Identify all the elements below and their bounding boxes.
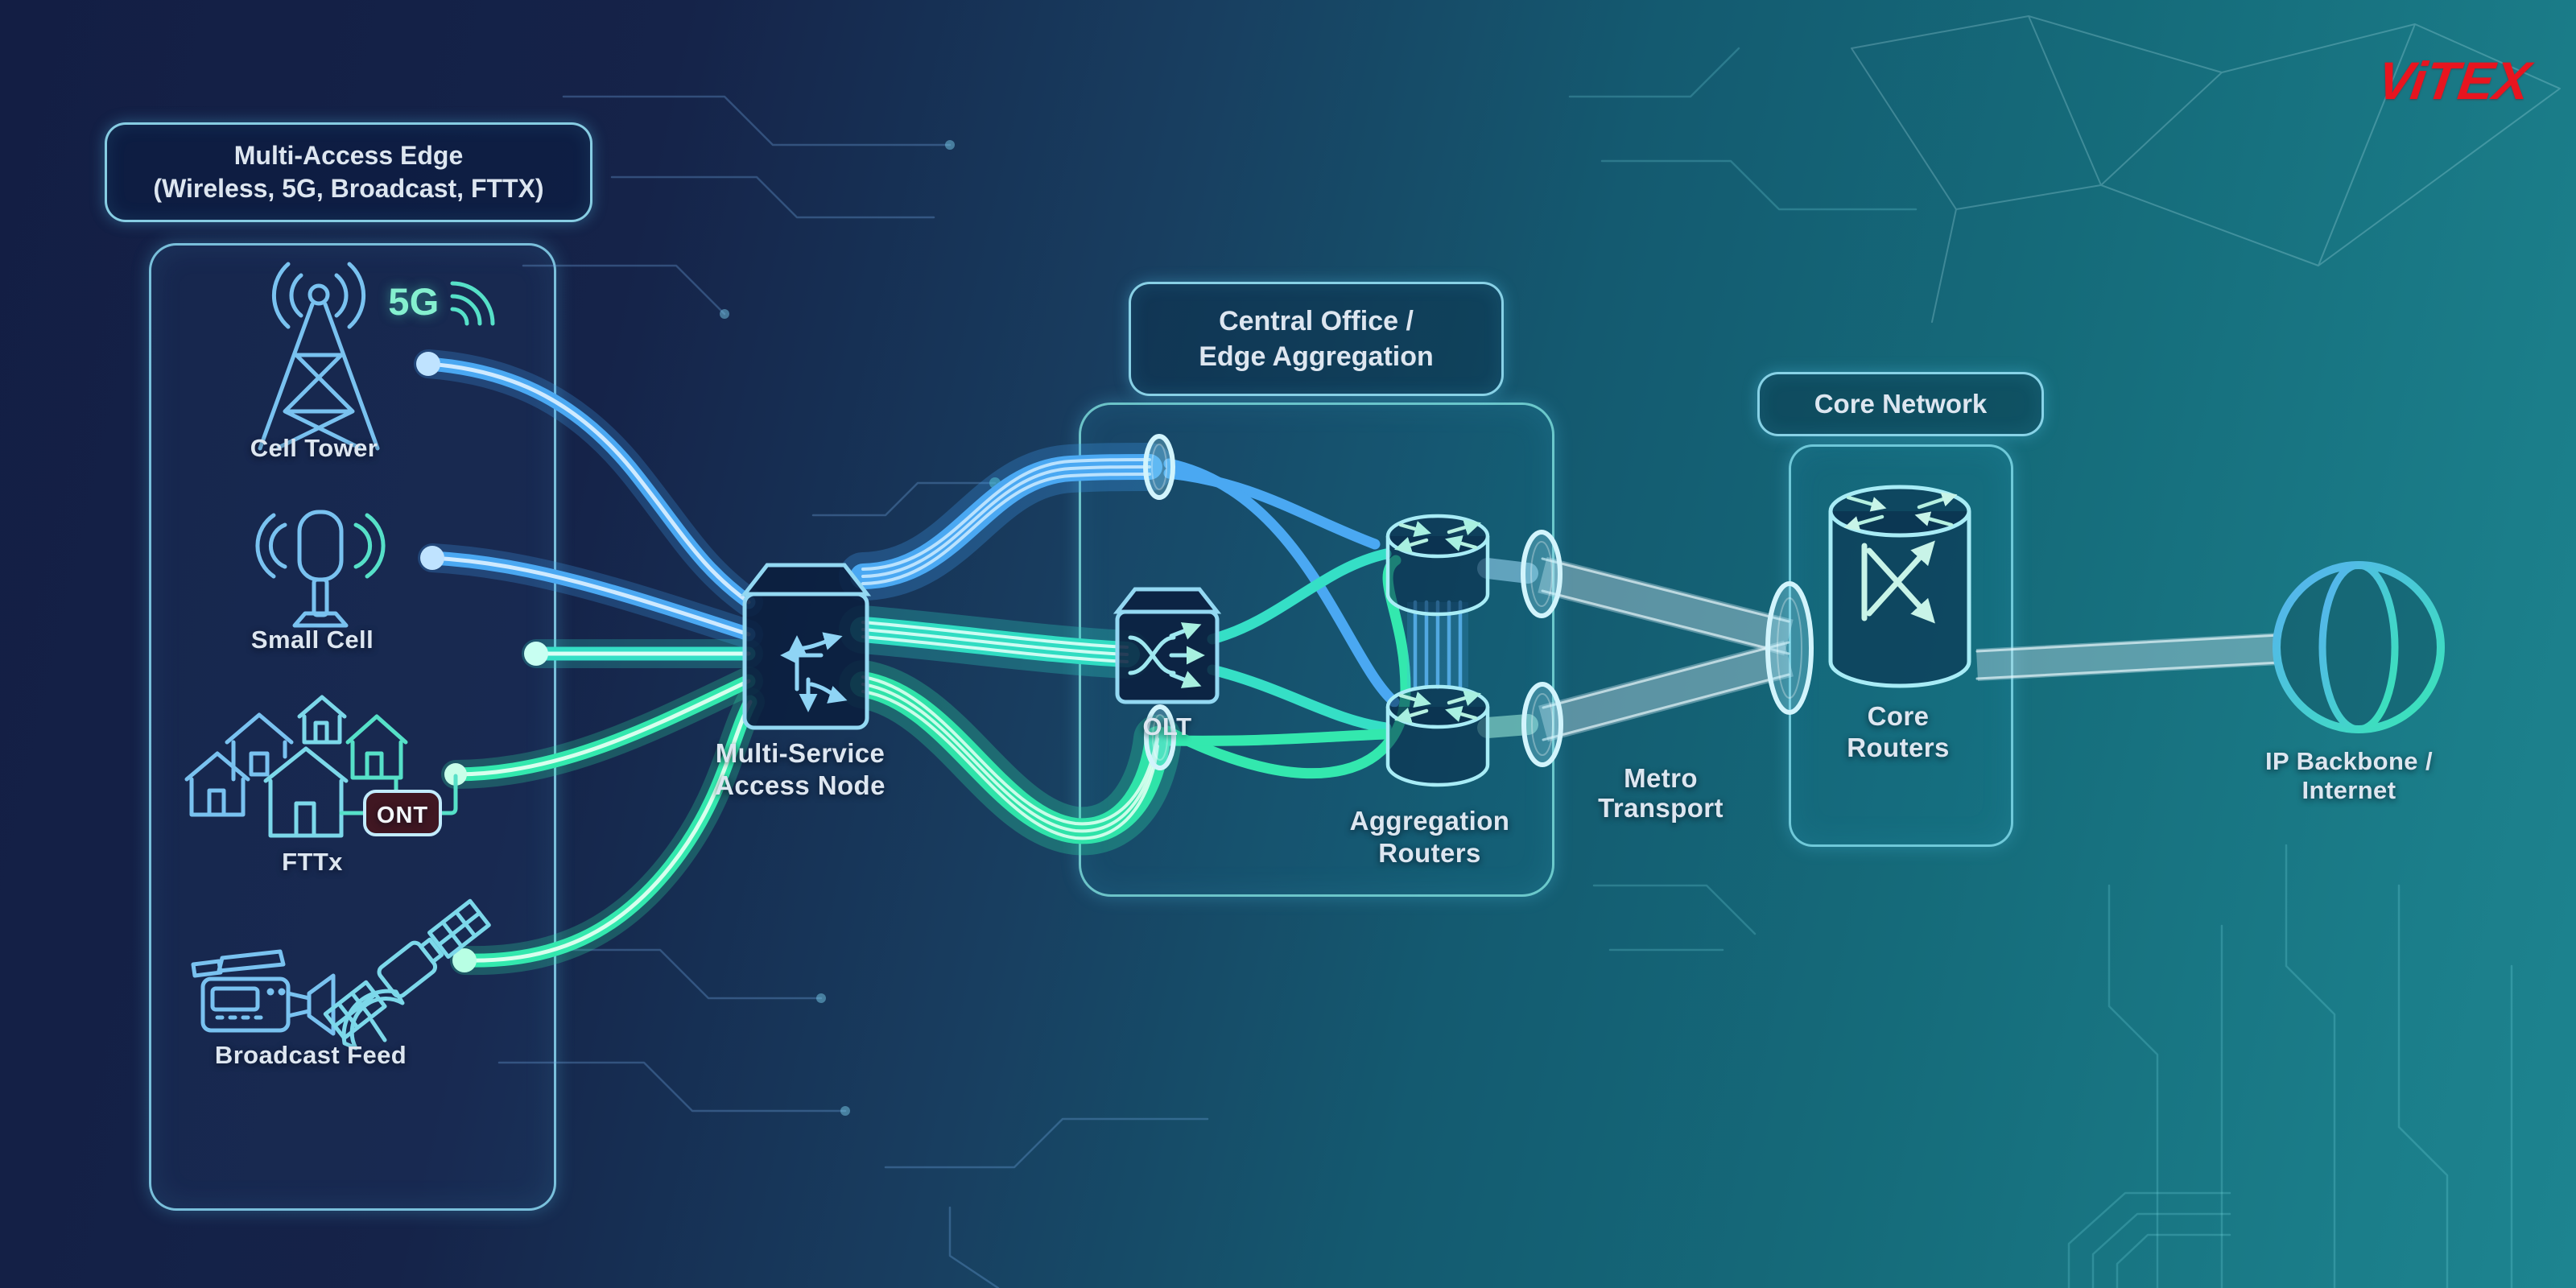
aggregation-routers-label: Aggregation Routers xyxy=(1349,806,1510,868)
bundle-msan-to-olt xyxy=(863,622,1127,662)
internet-globe-icon xyxy=(2273,561,2445,733)
edge-title-line2: (Wireless, 5G, Broadcast, FTTX) xyxy=(153,174,544,203)
msan-label: Multi-Service Access Node xyxy=(715,738,886,800)
aggregation-router-bottom-icon xyxy=(1385,684,1490,787)
fiber-cell-tower xyxy=(416,352,749,602)
msan-icon xyxy=(740,563,872,730)
co-title-line1: Central Office / xyxy=(1219,306,1414,336)
5g-waves-icon xyxy=(450,281,495,326)
small-cell-icon xyxy=(255,510,386,628)
core-routers-label: Core Routers xyxy=(1847,701,1950,762)
co-port-right-top-icon xyxy=(1521,530,1563,618)
cell-tower-icon xyxy=(258,262,380,451)
broadcast-satellite-icon xyxy=(323,898,491,1051)
fttx-houses-icon xyxy=(184,695,458,838)
cell-tower-label: Cell Tower xyxy=(250,434,378,462)
fiber-panel-direct xyxy=(524,642,749,666)
olt-label: OLT xyxy=(1142,712,1192,741)
broadcast-feed-label: Broadcast Feed xyxy=(214,1041,407,1069)
aggregation-router-top-icon xyxy=(1385,514,1490,617)
fiber-start-dot xyxy=(416,352,440,376)
metro-beams xyxy=(1542,559,1789,740)
core-group-title: Core Network xyxy=(1757,372,2044,436)
core-router-icon xyxy=(1828,485,1971,688)
fiber-broadcast xyxy=(452,702,750,972)
co-port-left-bottom-icon xyxy=(1144,704,1176,770)
router-interlink xyxy=(1407,600,1468,690)
fiber-small-cell xyxy=(420,546,749,634)
core-to-internet-beam xyxy=(1977,635,2280,679)
ont-box xyxy=(363,790,442,836)
circuit-traces-decoration xyxy=(497,15,2561,1288)
bundle-msan-to-co-top xyxy=(863,460,1150,584)
fttx-label: FTTx xyxy=(282,848,343,876)
internet-label: IP Backbone / Internet xyxy=(2265,747,2433,804)
vitex-logo: ViTEX xyxy=(2373,51,2534,110)
co-port-left-top-icon xyxy=(1143,434,1175,500)
co-port-right-bottom-icon xyxy=(1521,682,1563,767)
multi-access-edge-panel xyxy=(149,243,556,1211)
co-title-line2: Edge Aggregation xyxy=(1199,341,1434,372)
edge-group-title: Multi-Access Edge (Wireless, 5G, Broadca… xyxy=(105,122,592,222)
edge-title-line1: Multi-Access Edge xyxy=(233,141,464,170)
small-cell-label: Small Cell xyxy=(250,625,374,654)
core-port-icon xyxy=(1765,581,1814,715)
central-office-group-title: Central Office / Edge Aggregation xyxy=(1129,282,1504,396)
metro-transport-label: Metro Transport xyxy=(1598,763,1724,823)
broadcast-camera-icon xyxy=(191,949,336,1036)
badge-5g: 5G xyxy=(388,280,440,323)
ont-label: ONT xyxy=(376,803,429,828)
olt-icon xyxy=(1113,587,1222,704)
core-title: Core Network xyxy=(1814,389,1988,419)
